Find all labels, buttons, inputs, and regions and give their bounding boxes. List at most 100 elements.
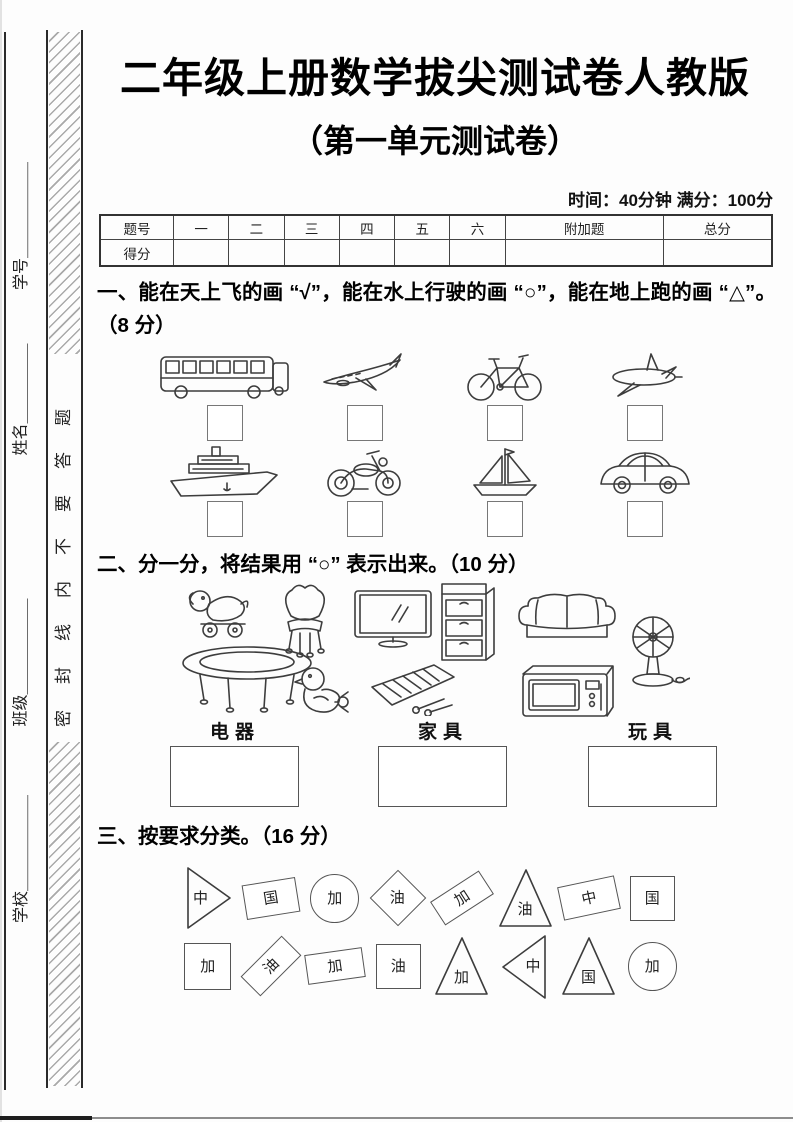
q2-item-cluster <box>168 580 693 722</box>
shape-triangle-up: 国 <box>557 928 621 1004</box>
header-cell: 题号 <box>99 214 174 240</box>
shape-triangle-up: 加 <box>430 928 494 1004</box>
ship-image <box>170 446 278 497</box>
category-label: 电器 <box>209 722 260 743</box>
answer-box[interactable] <box>347 405 383 441</box>
xylophone-image <box>371 664 455 716</box>
shape-rect-tilted: 国 <box>240 860 304 936</box>
header-cell: 总分 <box>662 214 773 240</box>
category-label: 家具 <box>417 722 468 743</box>
student-name-field: 姓名＿＿＿＿＿ <box>12 343 30 456</box>
small-plane-image <box>612 353 683 397</box>
score-cell[interactable] <box>504 239 664 267</box>
header-cell: 三 <box>283 214 340 240</box>
score-table-header-row: 题号 一 二 三 四 五 六 附加题 总分 <box>99 214 773 240</box>
score-cell[interactable] <box>662 239 773 267</box>
q3-shape-row-1: 中 国 加 油 加 油 中 国 <box>176 860 684 936</box>
shape-triangle-left: 中 <box>494 928 558 1004</box>
triangle-right-outline <box>187 867 231 929</box>
score-cell[interactable] <box>394 239 451 267</box>
shape-label: 中 <box>193 890 209 907</box>
score-cell[interactable] <box>338 239 396 267</box>
score-table: 题号 一 二 三 四 五 六 附加题 总分 得分 <box>99 214 773 267</box>
q3-shape-row-2: 加 油 加 油 加 中 国 加 <box>176 928 684 1004</box>
seal-band-left-line <box>46 30 48 1088</box>
fan-image <box>632 616 690 687</box>
seal-hatch-top <box>49 32 80 354</box>
shape-label: 加 <box>450 886 473 910</box>
shape-triangle-right: 中 <box>176 860 240 936</box>
student-id-field: 学号＿＿＿＿＿＿ <box>13 161 30 290</box>
page-subtitle: （第一单元测试卷） <box>290 123 579 159</box>
seal-hatch-bottom <box>49 742 80 1086</box>
shape-circle: 加 <box>621 928 685 1004</box>
header-cell: 六 <box>449 214 506 240</box>
school-field: 学校＿＿＿＿＿＿ <box>13 794 30 923</box>
answer-box[interactable] <box>207 405 243 441</box>
score-cell[interactable] <box>172 239 230 267</box>
answer-box[interactable] <box>347 501 383 537</box>
cabinet-image <box>441 583 495 661</box>
answer-box[interactable] <box>487 501 523 537</box>
score-table-score-row: 得分 <box>99 239 773 267</box>
score-cell[interactable] <box>449 239 506 267</box>
q3-heading: 三、按要求分类。（16 分） <box>97 825 341 848</box>
car-image <box>600 452 690 494</box>
sofa-image <box>518 593 616 638</box>
page-bottom-rule <box>0 1117 793 1119</box>
answer-box[interactable] <box>627 405 663 441</box>
header-cell: 五 <box>394 214 451 240</box>
page-title: 二年级上册数学拔尖测试卷人教版 <box>120 55 750 101</box>
q1-grid <box>155 348 715 540</box>
shape-square: 国 <box>621 860 685 936</box>
score-row-label: 得分 <box>99 239 174 267</box>
triangle-up-outline <box>562 937 615 995</box>
shape-triangle-up: 油 <box>494 860 558 936</box>
bicycle-image <box>467 354 542 401</box>
shape-diamond: 油 <box>367 860 431 936</box>
table-image <box>182 646 312 713</box>
shape-label: 油 <box>259 954 283 978</box>
triangle-up-outline <box>435 937 488 995</box>
shape-label: 油 <box>390 957 406 975</box>
shape-label: 油 <box>390 889 406 907</box>
category-answer-box[interactable] <box>378 746 507 807</box>
shape-rect-tilted-45: 油 <box>240 928 304 1004</box>
header-cell: 四 <box>338 214 396 240</box>
triangle-left-outline <box>501 935 546 999</box>
bus-image <box>159 356 289 399</box>
answer-box[interactable] <box>627 501 663 537</box>
toy-dog-image <box>188 590 249 638</box>
shape-label: 中 <box>579 888 598 908</box>
score-cell[interactable] <box>228 239 285 267</box>
score-cell[interactable] <box>283 239 340 267</box>
shape-label: 加 <box>644 957 660 975</box>
microwave-image <box>522 665 614 717</box>
category-label: 玩具 <box>627 722 678 743</box>
shape-label: 中 <box>525 958 541 975</box>
category-answer-box[interactable] <box>170 746 299 807</box>
page-edge-line <box>4 32 6 1090</box>
scan-edge <box>0 0 2 1122</box>
shape-label: 加 <box>326 956 344 976</box>
shape-label: 国 <box>644 889 660 907</box>
shape-rect-tilted-steep: 加 <box>429 860 494 936</box>
answer-box[interactable] <box>207 501 243 537</box>
shape-square: 油 <box>367 928 431 1004</box>
airliner-image <box>323 353 402 391</box>
page-bottom-rule-dark <box>0 1116 92 1120</box>
shape-square: 加 <box>176 928 240 1004</box>
class-field: 班级＿＿＿＿＿＿ <box>12 598 30 727</box>
q1-heading: 一、能在天上飞的画 “√”，能在水上行驶的画 “○”，能在地上跑的画 “△”。（… <box>97 281 776 337</box>
shape-circle: 加 <box>303 860 367 936</box>
shape-label: 油 <box>517 901 533 918</box>
chair-image <box>284 584 326 658</box>
q2-heading: 二、分一分，将结果用 “○” 表示出来。（10 分） <box>97 553 529 576</box>
category-answer-box[interactable] <box>588 746 717 807</box>
shape-label: 国 <box>581 969 597 986</box>
category-group-toys: 玩具 <box>588 720 718 807</box>
answer-box[interactable] <box>487 405 523 441</box>
shape-rect-tilted: 中 <box>556 860 621 936</box>
header-cell: 二 <box>228 214 285 240</box>
shape-label: 加 <box>200 957 216 975</box>
